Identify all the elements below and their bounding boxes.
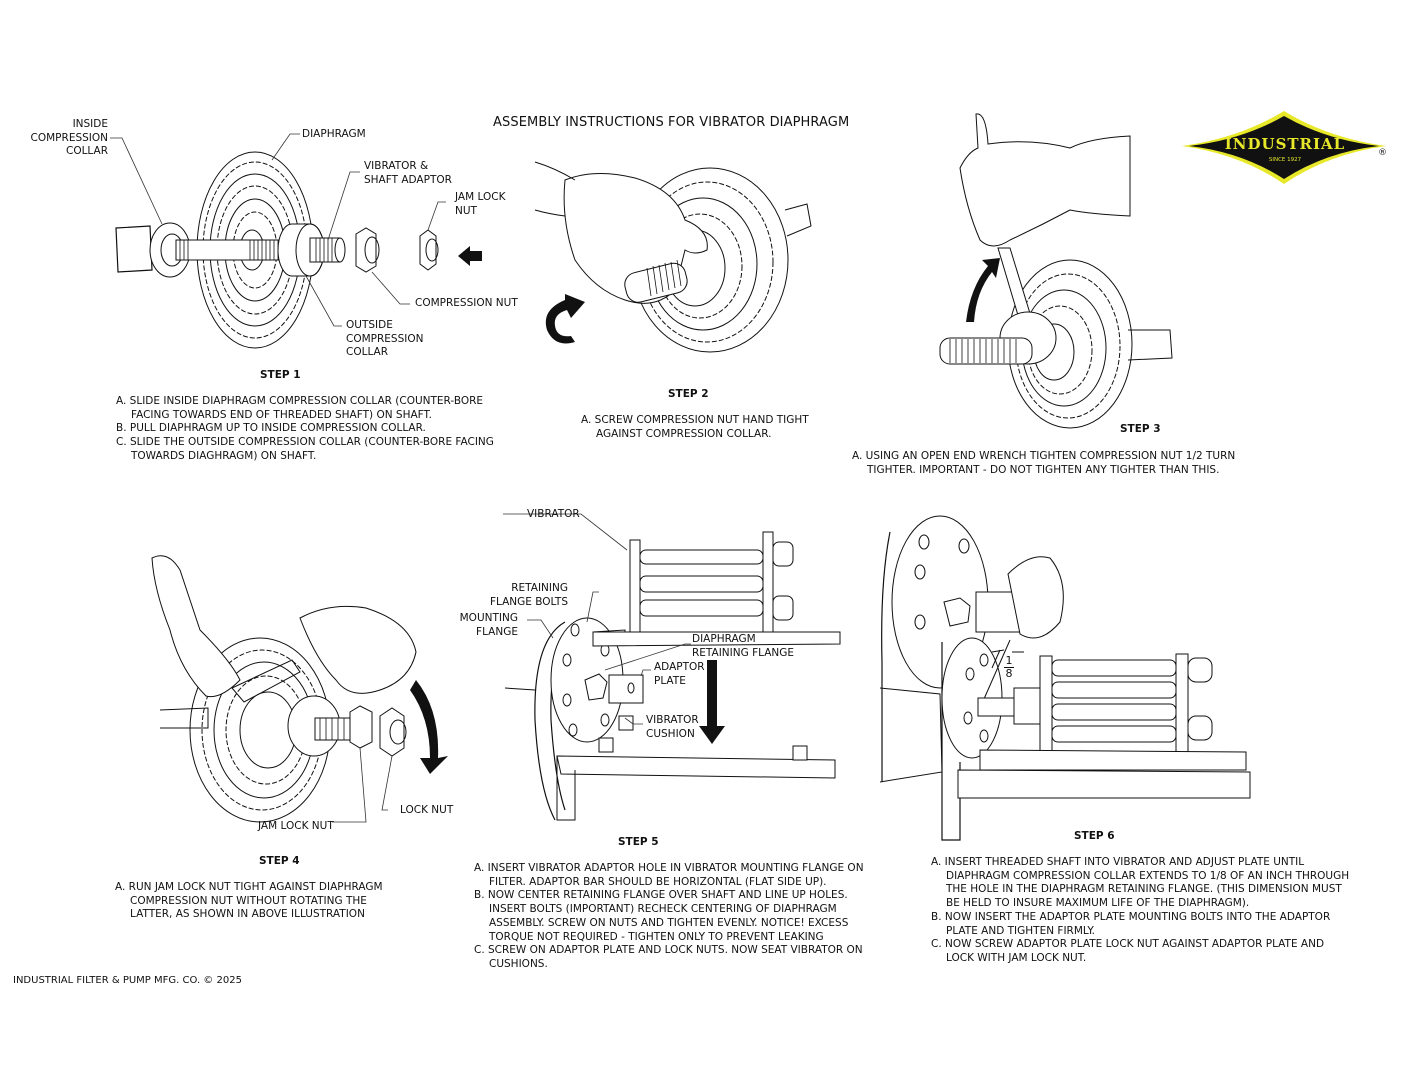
logo-diamond-icon (1182, 111, 1386, 184)
step-1-illustration (110, 133, 530, 360)
callout-step4-jam-lock-nut: JAM LOCK NUT (258, 820, 334, 832)
callout-adaptor-plate: ADAPTOR PLATE (654, 661, 705, 687)
logo-tagline: SINCE 1927 (1268, 157, 1302, 163)
step-1-instruction: B. PULL DIAPHRAGM UP TO INSIDE COMPRESSI… (116, 422, 426, 435)
diaphragm-exploded-view-icon (110, 133, 482, 349)
copyright-footer: INDUSTRIAL FILTER & PUMP MFG. CO. © 2025 (13, 975, 242, 986)
callout-vibrator-cushion: VIBRATOR CUSHION (646, 714, 699, 740)
wrench-tightening-icon (939, 113, 1173, 429)
step-2-label: STEP 2 (668, 388, 709, 400)
step-4-illustration (140, 530, 460, 830)
callout-compression-nut: COMPRESSION NUT (415, 297, 518, 309)
industrial-logo: INDUSTRIAL SINCE 1927 ® (1180, 108, 1390, 188)
step-2-instruction: A. SCREW COMPRESSION NUT HAND TIGHT AGAI… (581, 414, 809, 440)
step-6-illustration (879, 515, 1255, 841)
step-6-instruction: C. NOW SCREW ADAPTOR PLATE LOCK NUT AGAI… (931, 938, 1325, 964)
step-4-label: STEP 4 (259, 855, 300, 867)
hand-tightening-nut-icon (534, 161, 812, 353)
step-6-instructions: A. INSERT THREADED SHAFT INTO VIBRATOR A… (931, 856, 1351, 966)
step-2-instructions: A. SCREW COMPRESSION NUT HAND TIGHT AGAI… (581, 414, 821, 441)
jam-lock-nut-tightening-icon (151, 555, 448, 823)
callout-diaphragm-retaining-flange: DIAPHRAGM RETAINING FLANGE (692, 633, 795, 659)
callout-vibrator-shaft-adaptor: VIBRATOR & SHAFT ADAPTOR (364, 160, 452, 186)
fraction-one-eighth: 1 8 (1004, 655, 1014, 679)
step-4-instructions: A. RUN JAM LOCK NUT TIGHT AGAINST DIAPHR… (115, 881, 395, 922)
step-1-instruction: C. SLIDE THE OUTSIDE COMPRESSION COLLAR … (116, 436, 494, 462)
step-3-illustration (930, 108, 1180, 429)
callout-mounting-flange: MOUNTING FLANGE (459, 612, 518, 638)
document-title: ASSEMBLY INSTRUCTIONS FOR VIBRATOR DIAPH… (493, 115, 850, 130)
step-3-label: STEP 3 (1120, 423, 1161, 435)
step-6-label: STEP 6 (1074, 830, 1115, 842)
step-2-illustration (534, 150, 815, 353)
step-5-instructions: A. INSERT VIBRATOR ADAPTOR HOLE IN VIBRA… (474, 862, 874, 972)
callout-outside-compression-collar: OUTSIDE COMPRESSION COLLAR (346, 319, 424, 358)
step-6-instruction: B. NOW INSERT THE ADAPTOR PLATE MOUNTING… (931, 910, 1331, 937)
registered-mark: ® (1378, 148, 1387, 158)
callout-retaining-flange-bolts: RETAINING FLANGE BOLTS (489, 582, 568, 608)
step-5-illustration (503, 513, 845, 821)
step-5-label: STEP 5 (618, 836, 659, 848)
fraction-numerator: 1 (1005, 654, 1013, 667)
step-6-instruction: A. INSERT THREADED SHAFT INTO VIBRATOR A… (931, 856, 1350, 910)
step-3-instruction: A. USING AN OPEN END WRENCH TIGHTEN COMP… (852, 450, 1236, 476)
callout-vibrator: VIBRATOR (527, 508, 580, 520)
step-4-instruction: A. RUN JAM LOCK NUT TIGHT AGAINST DIAPHR… (115, 881, 383, 921)
step-3-instructions: A. USING AN OPEN END WRENCH TIGHTEN COMP… (852, 450, 1252, 477)
callout-inside-compression-collar: INSIDE COMPRESSION COLLAR (30, 118, 108, 157)
step-1-label: STEP 1 (260, 369, 301, 381)
step-1-instructions: A. SLIDE INSIDE DIAPHRAGM COMPRESSION CO… (116, 395, 506, 464)
fraction-denominator: 8 (1004, 667, 1014, 680)
vibrator-final-adjustment-icon (879, 515, 1251, 841)
callout-step4-lock-nut: LOCK NUT (400, 804, 454, 816)
vibrator-mounting-assembly-icon (503, 513, 841, 821)
step-5-instruction: C. SCREW ON ADAPTOR PLATE AND LOCK NUTS.… (474, 944, 863, 970)
logo-name: INDUSTRIAL (1224, 135, 1346, 153)
callout-diaphragm: DIAPHRAGM (302, 128, 366, 140)
callout-jam-lock-nut: JAM LOCK NUT (455, 191, 506, 217)
step-5-instruction: A. INSERT VIBRATOR ADAPTOR HOLE IN VIBRA… (474, 862, 864, 888)
step-1-instruction: A. SLIDE INSIDE DIAPHRAGM COMPRESSION CO… (116, 395, 484, 421)
step-5-instruction: B. NOW CENTER RETAINING FLANGE OVER SHAF… (474, 889, 849, 943)
